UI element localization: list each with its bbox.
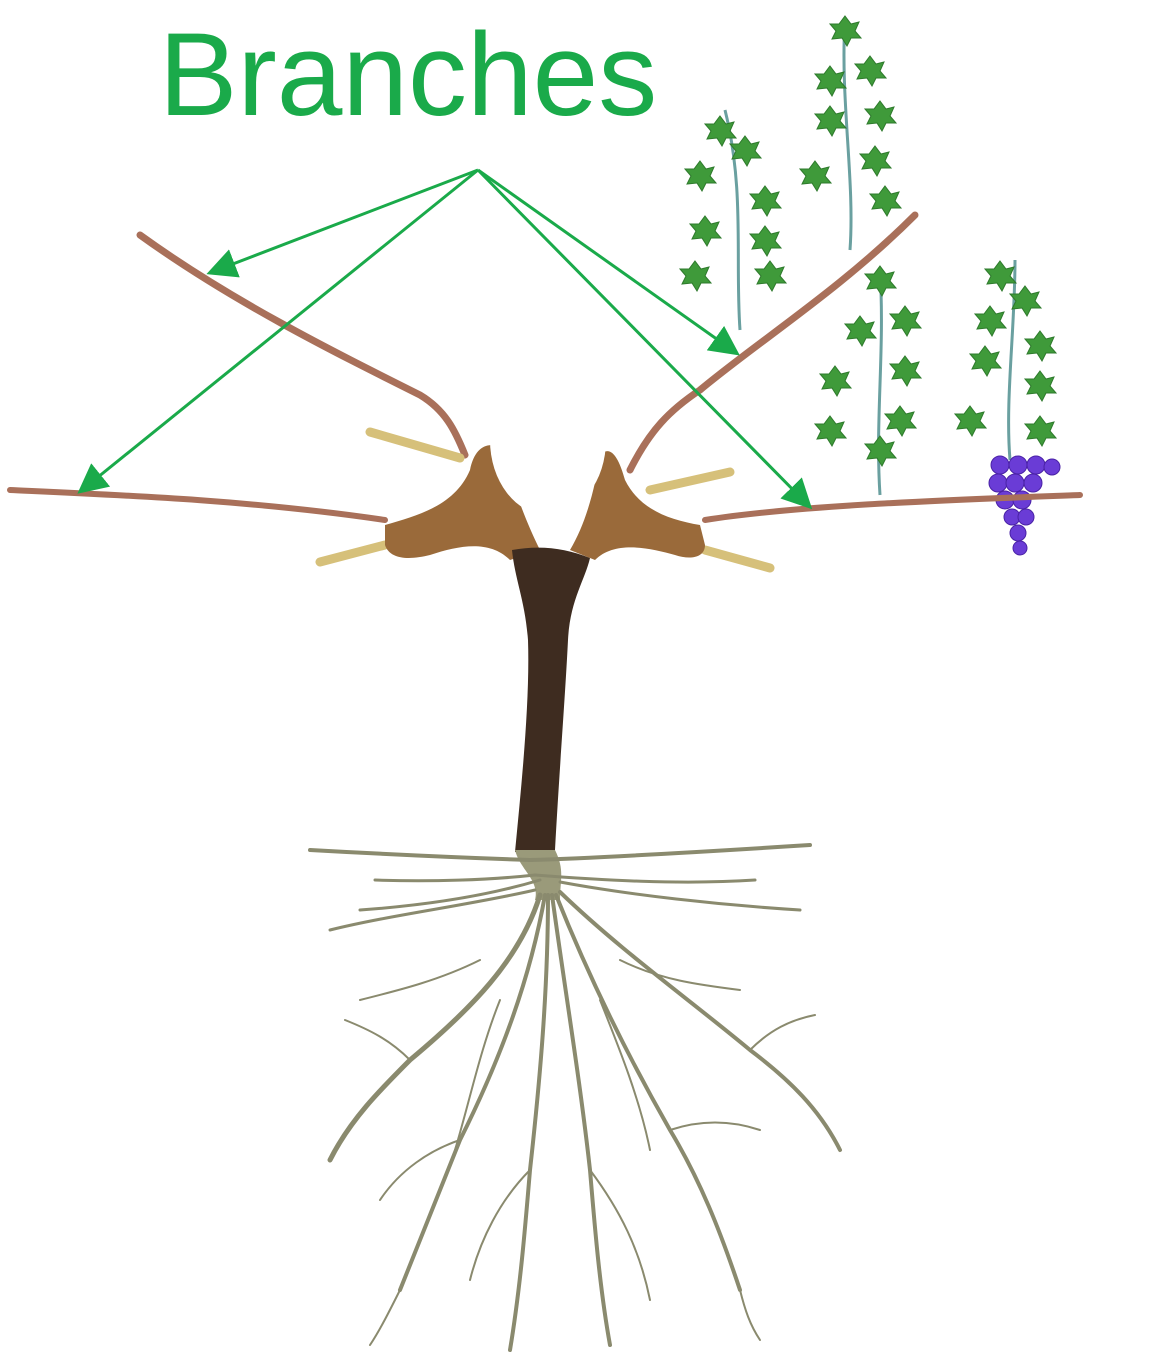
trunk xyxy=(512,548,590,852)
cane-left xyxy=(10,490,385,520)
cane-upper-right xyxy=(630,215,915,470)
spur-right-upper xyxy=(650,472,730,490)
grape-cluster xyxy=(989,456,1060,555)
arrow-to-cane-upper-right xyxy=(478,170,735,352)
spur-left-lower xyxy=(320,545,385,562)
branches-label: Branches xyxy=(159,9,658,141)
spur-right-lower xyxy=(705,550,770,568)
leaf-cluster xyxy=(680,16,1056,466)
root-system xyxy=(310,845,840,1350)
arrow-to-cane-upper-left xyxy=(212,170,478,272)
spur-left-upper xyxy=(370,432,460,458)
cane-upper-left xyxy=(140,235,465,455)
white-patches xyxy=(490,365,1155,1205)
